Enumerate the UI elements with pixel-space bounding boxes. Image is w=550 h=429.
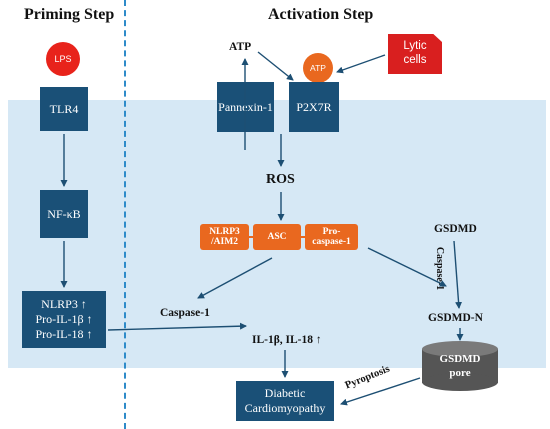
gsdmd-label: GSDMD [434,223,477,235]
pore-text: GSDMD pore [422,353,498,381]
arrow-inflammasome-to-gsdmd-n [367,247,447,287]
il1b-il18-label: IL-1β, IL-18 ↑ [252,334,322,346]
inflammatory-markers-box: NLRP3 ↑ Pro-IL-1β ↑ Pro-IL-18 ↑ [22,291,106,348]
arrow-markers-to-il [107,322,247,331]
pore-bottom [422,373,498,391]
asc-box: ASC [253,224,301,250]
lytic-label-line-1: Lytic [403,40,427,53]
caspase-1-line: caspase-1 [312,237,351,247]
diabetic-cardiomyopathy-box: Diabetic Cardiomyopathy [236,381,334,421]
arrow-lytic-to-atp [336,54,386,74]
activation-step-heading: Activation Step [268,6,374,23]
pro-il18-up-label: Pro-IL-18 ↑ [35,327,93,341]
pore-line-2: pore [449,366,471,379]
ros-label: ROS [266,172,295,187]
pro-il1b-up-label: Pro-IL-1β ↑ [35,312,93,326]
nlrp3-line: NLRP3 [209,226,240,237]
outcome-line-2: Cardiomyopathy [244,401,326,415]
gsdmd-n-label: GSDMD-N [428,312,483,324]
arrow-atp-to-p2x7r [257,51,294,81]
lytic-cells-shape: Lytic cells [388,34,442,74]
aim2-line: /AIM2 [211,237,238,247]
pore-line-1: GSDMD [439,353,481,365]
lps-circle: LPS [46,42,80,76]
gsdmd-pore-cylinder: GSDMD pore [422,341,498,391]
step-divider [124,0,126,429]
nfkb-box: NF-κB [40,190,88,238]
tlr4-box: TLR4 [40,87,88,131]
caspase-1-label: Caspase-1 [160,307,210,319]
arrow-inflammasome-to-caspase [197,257,273,299]
atp-circle: ATP [303,53,333,83]
arrow-pore-to-outcome [340,377,421,406]
atp-label: ATP [229,41,252,53]
arrow-gsdmd-to-gsdmd-n [453,240,463,309]
p2x7r-box: P2X7R [289,82,339,132]
priming-step-heading: Priming Step [24,6,115,23]
nlrp3-aim2-box: NLRP3 /AIM2 [200,224,249,250]
nlrp3-up-label: NLRP3 ↑ [41,297,87,311]
lytic-label-line-2: cells [403,54,427,66]
pore-top [422,341,498,357]
outcome-line-1: Diabetic [264,386,306,400]
pro-line: Pro- [322,226,341,237]
pro-caspase-1-box: Pro- caspase-1 [305,224,358,250]
